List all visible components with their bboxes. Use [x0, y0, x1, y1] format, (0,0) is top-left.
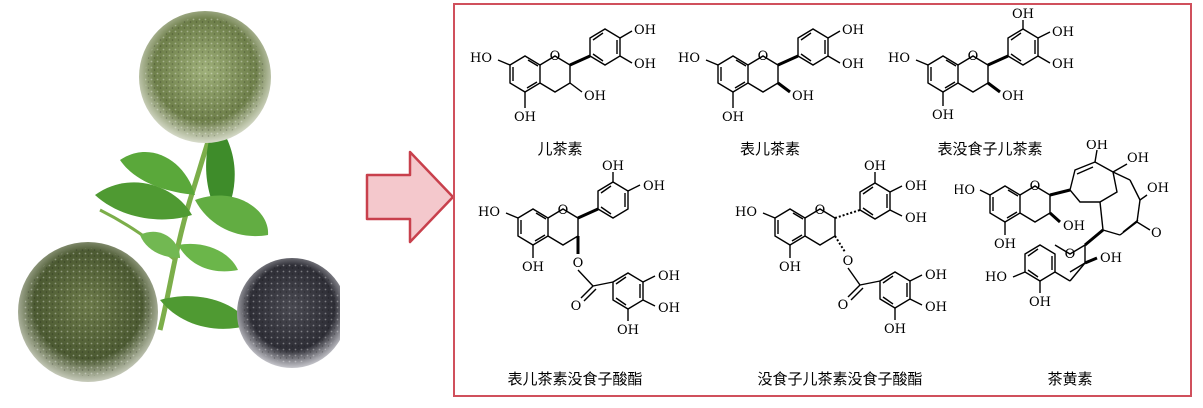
- compound-name-epigallocatechin: 表没食子儿茶素: [937, 140, 1043, 158]
- svg-text:OH: OH: [602, 159, 624, 174]
- svg-text:HO: HO: [888, 51, 910, 66]
- svg-text:OH: OH: [1147, 181, 1169, 196]
- svg-text:HO: HO: [678, 51, 700, 66]
- svg-text:OH: OH: [925, 268, 947, 283]
- tea-plant-illustration: [18, 11, 340, 382]
- svg-text:OH: OH: [617, 323, 639, 338]
- svg-text:OH: OH: [1052, 25, 1074, 40]
- svg-text:OH: OH: [905, 211, 927, 226]
- svg-text:HO: HO: [985, 270, 1007, 285]
- svg-text:HO: HO: [470, 51, 492, 66]
- svg-text:OH: OH: [842, 23, 864, 38]
- catechin-structure: O HO OH OH OH OH: [470, 23, 656, 125]
- gcg-structure: O HO OH O O OH OH OH OH OH OH: [735, 159, 947, 337]
- svg-text:OH: OH: [1029, 295, 1051, 310]
- theaflavin-structure: O HO OH OH OH OH OH O O OH HO OH: [955, 140, 1169, 310]
- svg-text:OH: OH: [1052, 57, 1074, 72]
- svg-text:OH: OH: [1127, 151, 1149, 166]
- svg-text:OH: OH: [1002, 89, 1024, 104]
- ecg-structure: O HO OH O O OH OH OH OH OH: [478, 159, 680, 338]
- svg-text:OH: OH: [1100, 251, 1122, 266]
- svg-text:O: O: [1065, 247, 1076, 262]
- svg-text:OH: OH: [842, 57, 864, 72]
- svg-text:OH: OH: [643, 179, 665, 194]
- compound-name-theaflavin: 茶黄素: [1047, 370, 1093, 388]
- compounds-frame: [453, 3, 1192, 397]
- svg-text:O: O: [558, 203, 569, 218]
- svg-text:O: O: [571, 299, 582, 314]
- svg-text:OH: OH: [884, 322, 906, 337]
- svg-text:OH: OH: [994, 237, 1016, 252]
- svg-text:OH: OH: [779, 260, 801, 275]
- compound-name-epicatechin: 表儿茶素: [739, 140, 800, 158]
- svg-text:O: O: [573, 256, 584, 271]
- svg-text:OH: OH: [1086, 140, 1108, 153]
- svg-text:O: O: [1030, 179, 1041, 194]
- svg-text:OH: OH: [925, 300, 947, 315]
- compound-name-ecg: 表儿茶素没食子酸酯: [507, 370, 643, 388]
- svg-text:OH: OH: [722, 110, 744, 125]
- svg-text:OH: OH: [658, 301, 680, 316]
- svg-text:OH: OH: [522, 260, 544, 275]
- svg-text:OH: OH: [1012, 8, 1034, 22]
- svg-text:HO: HO: [735, 205, 757, 220]
- epicatechin-structure: O HO OH OH OH OH: [678, 23, 864, 125]
- svg-text:OH: OH: [658, 269, 680, 284]
- svg-text:OH: OH: [514, 110, 536, 125]
- svg-text:O: O: [843, 254, 854, 269]
- tea-leaf: [95, 120, 269, 329]
- svg-text:OH: OH: [932, 108, 954, 123]
- svg-text:OH: OH: [584, 89, 606, 104]
- svg-text:HO: HO: [955, 183, 975, 198]
- compound-name-gcg: 没食子儿茶素没食子酸酯: [757, 370, 923, 388]
- svg-text:OH: OH: [864, 159, 886, 174]
- compound-name-catechin: 儿茶素: [537, 140, 583, 158]
- svg-text:O: O: [758, 49, 769, 64]
- svg-text:O: O: [815, 203, 826, 218]
- svg-text:O: O: [1151, 226, 1162, 241]
- svg-text:OH: OH: [792, 89, 814, 104]
- svg-text:O: O: [838, 298, 849, 313]
- svg-text:OH: OH: [634, 57, 656, 72]
- right-arrow-icon: [365, 150, 455, 244]
- svg-text:OH: OH: [634, 23, 656, 38]
- ring-oxygen: O: [550, 49, 561, 64]
- svg-text:HO: HO: [478, 205, 500, 220]
- svg-text:O: O: [968, 49, 979, 64]
- epigallocatechin-structure: O HO OH OH OH OH OH: [888, 8, 1074, 123]
- svg-text:OH: OH: [905, 179, 927, 194]
- svg-text:OH: OH: [1063, 219, 1085, 234]
